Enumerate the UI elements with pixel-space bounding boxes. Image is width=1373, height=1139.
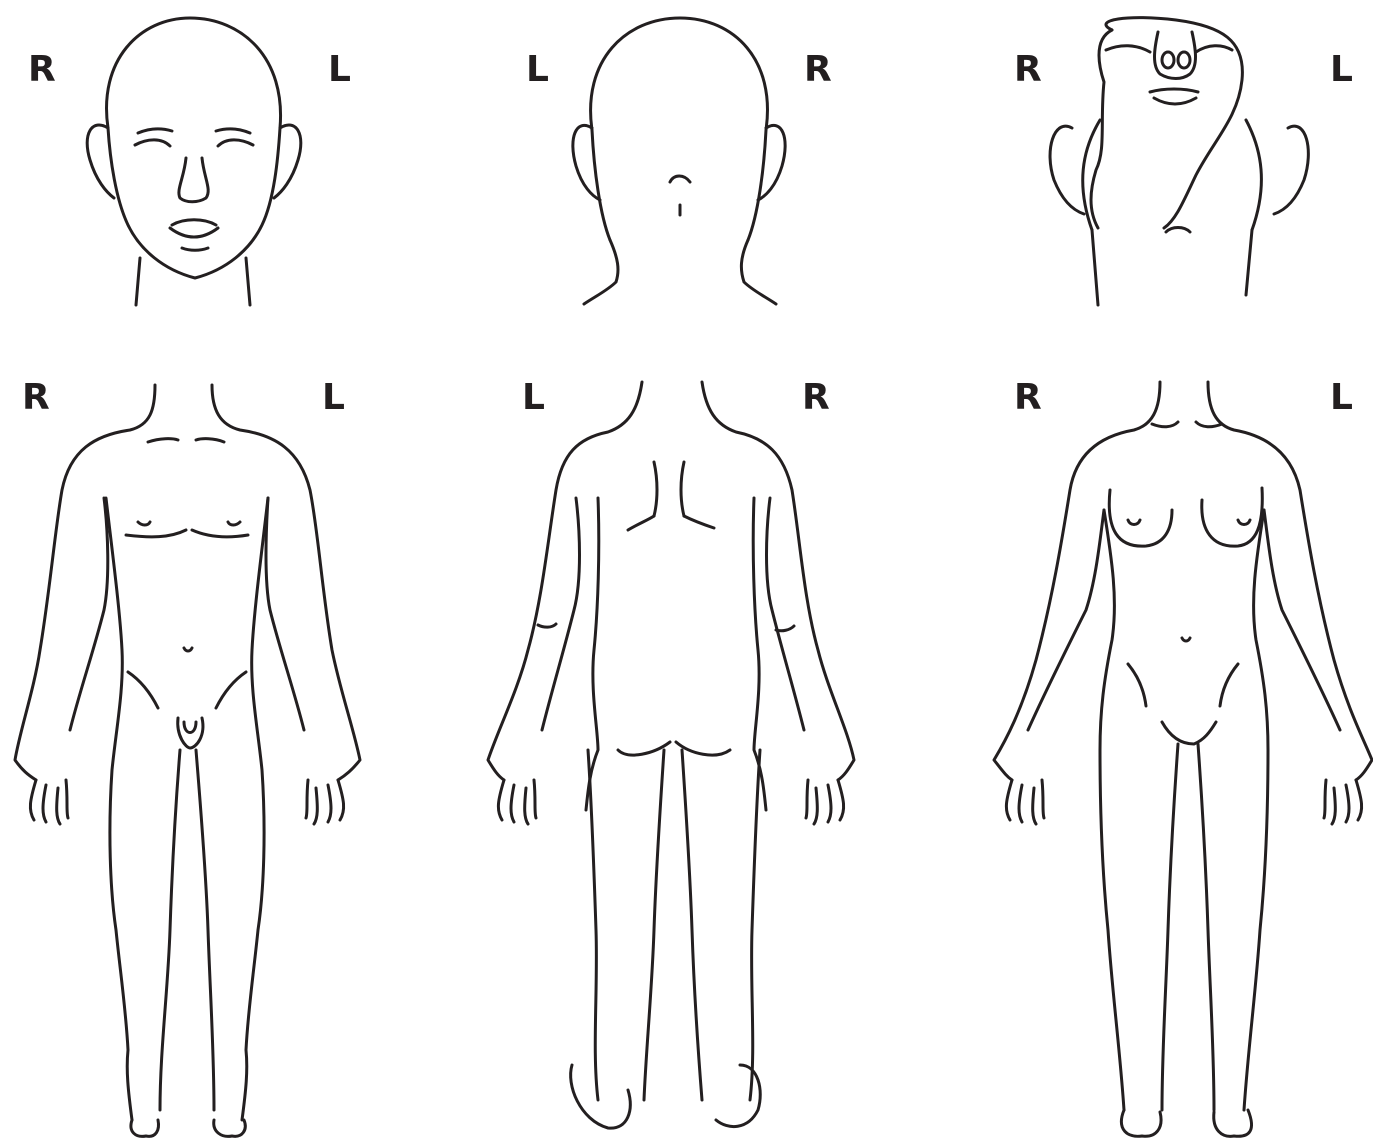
panel-head-front: R L	[0, 0, 458, 330]
body-front-female-drawing	[916, 330, 1373, 1139]
panel-body-front-female: R L	[916, 330, 1373, 1139]
panel-head-back: L R	[458, 0, 916, 330]
panel-body-back: L R	[458, 330, 916, 1139]
body-back-drawing	[458, 330, 916, 1139]
head-front-drawing	[0, 0, 458, 330]
head-back-drawing	[458, 0, 916, 330]
body-front-male-drawing	[0, 330, 458, 1139]
panel-body-front-male: R L	[0, 330, 458, 1139]
head-up-drawing	[916, 0, 1373, 330]
panel-head-up: R L	[916, 0, 1373, 330]
